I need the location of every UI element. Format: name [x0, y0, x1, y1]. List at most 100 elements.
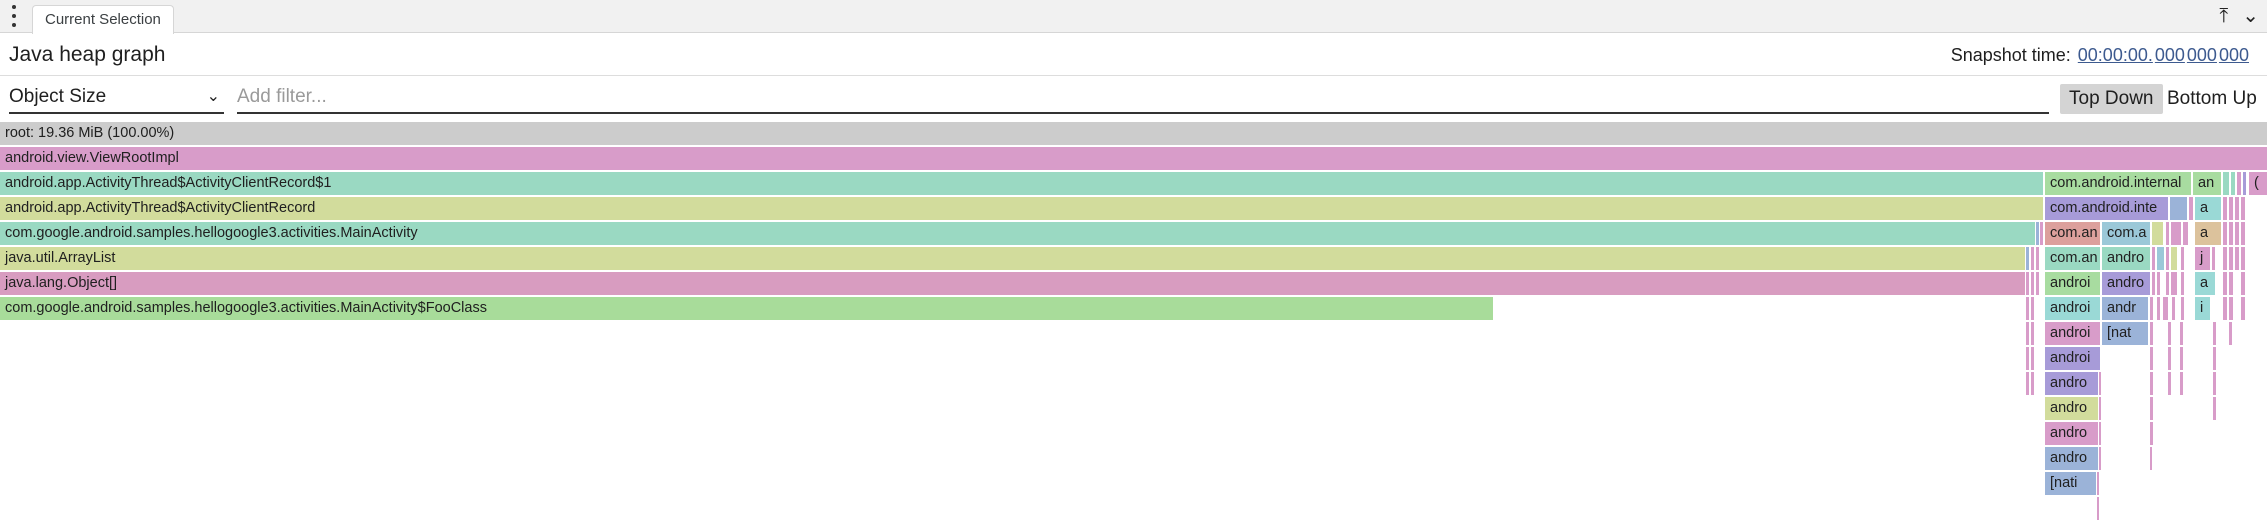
flamegraph-node[interactable]	[2235, 197, 2239, 220]
flamegraph-node[interactable]	[2150, 372, 2153, 395]
flamegraph-node[interactable]	[2150, 422, 2153, 445]
flamegraph-node[interactable]	[2181, 272, 2184, 295]
flamegraph-node[interactable]	[2150, 347, 2153, 370]
flamegraph-node[interactable]: com.android.internal	[2045, 172, 2191, 195]
flamegraph-node[interactable]	[2223, 197, 2227, 220]
flamegraph-node[interactable]: an	[2193, 172, 2221, 195]
flamegraph-node[interactable]	[2223, 297, 2227, 320]
flamegraph-node[interactable]: andro	[2045, 372, 2098, 395]
flamegraph-node[interactable]	[2223, 247, 2227, 270]
flamegraph-node[interactable]: androi	[2045, 347, 2100, 370]
flamegraph-node[interactable]: a	[2195, 272, 2215, 295]
flamegraph-node[interactable]	[2212, 247, 2215, 270]
snapshot-time-link-us[interactable]: 000	[2186, 45, 2217, 65]
flamegraph-node[interactable]	[2150, 397, 2153, 420]
snapshot-time-link-hms[interactable]: 00:00:00.	[2077, 45, 2153, 65]
flamegraph-node[interactable]	[2166, 222, 2169, 245]
flamegraph-node[interactable]	[2026, 322, 2029, 345]
flamegraph-node[interactable]: andr	[2102, 297, 2148, 320]
flamegraph-node[interactable]: com.android.inte	[2045, 197, 2168, 220]
flamegraph-node[interactable]	[2171, 272, 2177, 295]
snapshot-time-link-ms[interactable]: 000	[2154, 45, 2185, 65]
flamegraph-node[interactable]	[2213, 347, 2216, 370]
flamegraph-node[interactable]	[2036, 247, 2039, 270]
flamegraph-node[interactable]	[2241, 222, 2245, 245]
flamegraph-node[interactable]: root: 19.36 MiB (100.00%)	[0, 122, 2267, 145]
flamegraph-node[interactable]	[2229, 197, 2233, 220]
flamegraph-node[interactable]: com.an	[2045, 247, 2100, 270]
flamegraph-node[interactable]	[2036, 272, 2039, 295]
flamegraph-node[interactable]: android.app.ActivityThread$ActivityClien…	[0, 172, 2043, 195]
flamegraph-node[interactable]	[2157, 272, 2160, 295]
flamegraph-node[interactable]	[2237, 172, 2241, 195]
top-down-button[interactable]: Top Down	[2060, 84, 2163, 114]
flamegraph[interactable]: root: 19.36 MiB (100.00%)android.view.Vi…	[0, 122, 2267, 530]
tab-current-selection[interactable]: Current Selection	[32, 5, 174, 34]
flamegraph-node[interactable]	[2235, 247, 2239, 270]
flamegraph-node[interactable]: j	[2195, 247, 2210, 270]
flamegraph-node[interactable]: androi	[2045, 322, 2100, 345]
flamegraph-node[interactable]	[2031, 322, 2034, 345]
flamegraph-node[interactable]: com.an	[2045, 222, 2100, 245]
flamegraph-node[interactable]	[2181, 247, 2184, 270]
pin-to-top-icon[interactable]: ⤒	[2219, 5, 2229, 27]
flamegraph-node[interactable]	[2026, 347, 2029, 370]
metric-select[interactable]: Object Size ⌄	[9, 84, 224, 114]
flamegraph-node[interactable]	[2099, 422, 2101, 445]
flamegraph-node[interactable]	[2241, 197, 2245, 220]
flamegraph-node[interactable]: com.a	[2102, 222, 2150, 245]
flamegraph-node[interactable]	[2231, 172, 2235, 195]
flamegraph-node[interactable]: a	[2195, 197, 2221, 220]
flamegraph-node[interactable]	[2171, 247, 2177, 270]
flamegraph-node[interactable]	[2097, 472, 2099, 495]
flamegraph-node[interactable]	[2235, 222, 2239, 245]
flamegraph-node[interactable]: andro	[2102, 272, 2150, 295]
flamegraph-node[interactable]	[2026, 272, 2029, 295]
flamegraph-node[interactable]	[2180, 322, 2183, 345]
flamegraph-node[interactable]	[2243, 172, 2246, 195]
flamegraph-node[interactable]	[2223, 172, 2229, 195]
flamegraph-node[interactable]	[2213, 397, 2216, 420]
flamegraph-node[interactable]: andro	[2045, 397, 2098, 420]
flamegraph-node[interactable]: com.google.android.samples.hellogoogle3.…	[0, 222, 2035, 245]
flamegraph-node[interactable]: i	[2195, 297, 2210, 320]
flamegraph-node[interactable]	[2189, 197, 2193, 220]
flamegraph-node[interactable]	[2031, 247, 2034, 270]
flamegraph-node[interactable]	[2168, 347, 2171, 370]
filter-input[interactable]: Add filter...	[237, 84, 2049, 114]
flamegraph-node[interactable]: (	[2249, 172, 2267, 195]
flamegraph-node[interactable]: java.util.ArrayList	[0, 247, 2025, 270]
flamegraph-node[interactable]	[2166, 247, 2169, 270]
flamegraph-node[interactable]	[2229, 222, 2233, 245]
flamegraph-node[interactable]	[2152, 272, 2155, 295]
flamegraph-node[interactable]	[2229, 272, 2233, 295]
flamegraph-node[interactable]	[2026, 247, 2029, 270]
flamegraph-node[interactable]	[2157, 247, 2164, 270]
flamegraph-node[interactable]	[2099, 397, 2101, 420]
flamegraph-node[interactable]	[2181, 297, 2184, 320]
flamegraph-node[interactable]: androi	[2045, 297, 2100, 320]
flamegraph-node[interactable]	[2026, 372, 2029, 395]
flamegraph-node[interactable]	[2166, 272, 2169, 295]
flamegraph-node[interactable]	[2031, 297, 2034, 320]
chevron-down-icon[interactable]: ⌄	[2242, 5, 2259, 27]
flamegraph-node[interactable]	[2170, 197, 2187, 220]
flamegraph-node[interactable]	[2150, 447, 2152, 470]
flamegraph-node[interactable]	[2099, 372, 2101, 395]
flamegraph-node[interactable]	[2180, 372, 2183, 395]
flamegraph-node[interactable]	[2229, 247, 2233, 270]
flamegraph-node[interactable]	[2097, 497, 2099, 520]
flamegraph-node[interactable]: androi	[2045, 272, 2100, 295]
flamegraph-node[interactable]	[2036, 222, 2039, 245]
flamegraph-node[interactable]	[2180, 347, 2183, 370]
flamegraph-node[interactable]	[2031, 272, 2034, 295]
flamegraph-node[interactable]	[2168, 372, 2171, 395]
flamegraph-node[interactable]	[2223, 272, 2227, 295]
flamegraph-node[interactable]	[2241, 247, 2245, 270]
flamegraph-node[interactable]	[2152, 247, 2155, 270]
snapshot-time-link-ns[interactable]: 000	[2218, 45, 2249, 65]
flamegraph-node[interactable]: andro	[2045, 422, 2098, 445]
flamegraph-node[interactable]	[2152, 222, 2163, 245]
flamegraph-node[interactable]	[2150, 297, 2153, 320]
flamegraph-node[interactable]	[2229, 297, 2233, 320]
